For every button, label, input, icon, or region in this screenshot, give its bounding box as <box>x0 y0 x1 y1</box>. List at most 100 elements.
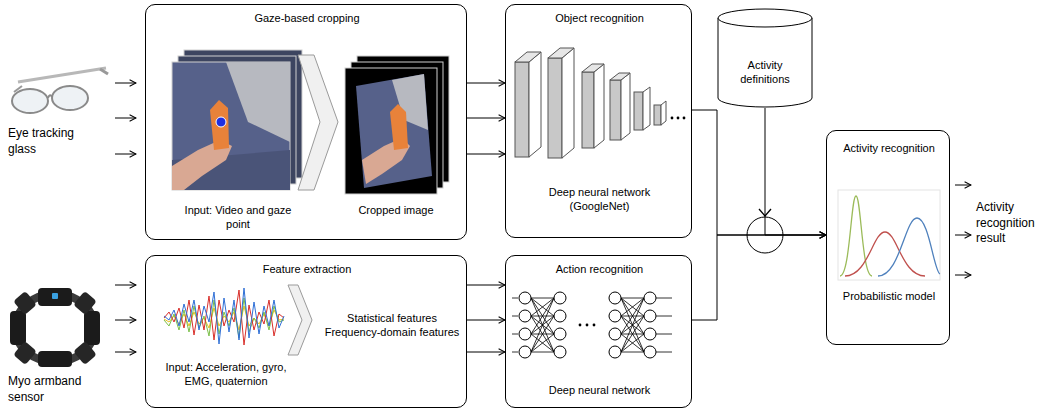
cropped-frames <box>345 68 437 194</box>
connector-arrow <box>467 118 505 119</box>
cnn-layers <box>671 117 674 120</box>
node-text: Input: Video and gaze point <box>173 203 303 232</box>
node-text: Deep neural network <box>506 383 693 397</box>
myo-armband <box>13 341 37 365</box>
output-arrows <box>955 275 971 276</box>
process-box: Action recognitionDeep neural network <box>505 255 692 408</box>
cropped-frames <box>345 56 449 194</box>
process-chevron <box>288 55 338 355</box>
input-arrows <box>115 154 136 155</box>
neural-network <box>586 324 589 327</box>
process-chevron <box>288 285 312 355</box>
cnn-layers <box>582 72 594 148</box>
probability-plot <box>838 190 940 280</box>
cnn-layers <box>643 87 650 130</box>
cnn-layers <box>515 48 685 158</box>
cnn-layers <box>582 64 604 72</box>
cnn-layers <box>548 48 574 58</box>
input-arrows <box>115 118 136 119</box>
node-title: Gaze-based cropping <box>146 11 468 25</box>
cnn-layers <box>621 73 630 140</box>
cnn-layers <box>610 73 630 80</box>
myo-armband <box>10 288 100 367</box>
neural-network <box>644 328 656 340</box>
process-box: Gaze-based croppingInput: Video and gaze… <box>145 4 467 240</box>
neural-network <box>609 310 621 322</box>
process-chevron <box>298 55 338 190</box>
connector-arrow <box>692 110 826 235</box>
neural-network <box>519 292 531 304</box>
neural-network <box>644 346 656 358</box>
connector-arrow <box>467 352 505 353</box>
neural-network <box>519 310 531 322</box>
cnn-layers <box>634 92 643 130</box>
neural-network <box>554 292 566 304</box>
eye-tracking-glasses <box>12 89 48 113</box>
cnn-layers <box>677 117 680 120</box>
node-text: Statistical features Frequency-domain fe… <box>319 311 465 340</box>
neural-network <box>554 310 566 322</box>
database-cylinder: Activity definitions <box>716 8 814 108</box>
neural-network <box>644 292 656 304</box>
myo-armband <box>73 291 97 315</box>
myo-armband <box>13 291 37 315</box>
connector-arrow <box>467 320 505 321</box>
node-text: Input: Acceleration, gyro, EMG, quaterni… <box>162 360 290 389</box>
video-frames <box>210 100 229 150</box>
myo-armband <box>10 311 26 345</box>
process-box: Feature extractionInput: Acceleration, g… <box>145 255 467 408</box>
cnn-layers <box>661 101 666 125</box>
cnn-layers <box>683 117 686 120</box>
connector-arrow <box>467 154 505 155</box>
cnn-layers <box>654 105 661 125</box>
input-arrows <box>115 83 136 352</box>
node-text: Probabilistic model <box>837 289 941 303</box>
node-text: Cropped image <box>341 203 451 217</box>
node-title: Object recognition <box>506 11 693 25</box>
caption-label: Myo armband sensor <box>8 374 103 405</box>
myo-armband <box>38 288 72 306</box>
video-frames <box>216 117 226 127</box>
neural-network <box>554 328 566 340</box>
neural-network <box>609 292 621 304</box>
neural-network <box>512 298 672 352</box>
cylinder-outline <box>718 9 812 27</box>
signal-plot <box>162 282 286 354</box>
input-arrows <box>115 320 136 321</box>
eye-tracking-glasses <box>12 68 108 113</box>
cylinder-outline <box>716 8 814 108</box>
video-frames <box>226 62 290 142</box>
node-title: Action recognition <box>506 262 693 276</box>
myo-armband <box>73 341 97 365</box>
cnn-layers <box>515 52 541 62</box>
eye-tracking-glasses <box>18 68 106 82</box>
output-arrows <box>955 185 971 275</box>
process-box: Object recognitionDeep neural network (G… <box>505 4 692 238</box>
signal-plot <box>162 282 286 354</box>
neural-network <box>512 292 672 358</box>
probability-plot <box>845 232 925 276</box>
output-arrows <box>955 185 971 186</box>
video-frames <box>172 62 290 190</box>
cropped-frames <box>390 104 408 150</box>
input-arrows <box>115 352 136 353</box>
cnn-layers <box>529 52 541 157</box>
neural-network <box>609 328 621 340</box>
input-arrows <box>115 83 136 84</box>
signal-plot <box>164 288 284 344</box>
neural-network <box>579 324 582 327</box>
connector-arrow <box>765 108 826 235</box>
probability-plot <box>840 196 872 276</box>
myo-armband <box>52 293 58 299</box>
node-title: Activity definitions <box>725 58 805 87</box>
node-title: Activity recognition <box>837 141 941 155</box>
cnn-layers <box>610 80 621 140</box>
connector-arrow <box>692 235 826 320</box>
eye-tracking-glasses <box>14 86 22 92</box>
input-arrows <box>115 285 136 286</box>
cropped-frames <box>356 74 432 188</box>
eye-tracking-glasses <box>52 86 88 110</box>
connector-arrow <box>467 83 505 84</box>
